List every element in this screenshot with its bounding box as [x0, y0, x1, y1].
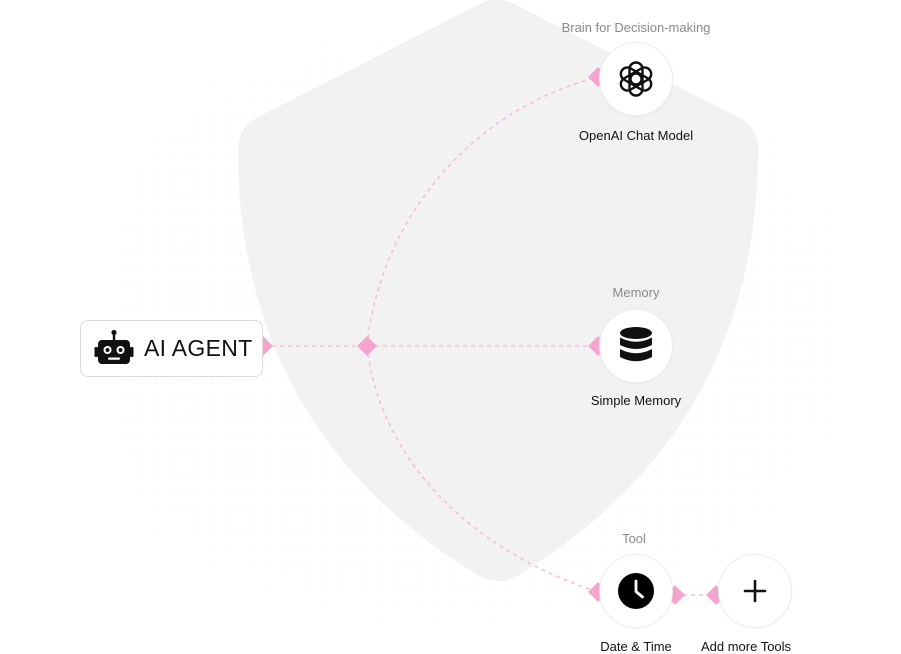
date-time-node[interactable] [599, 554, 673, 628]
memory-label: Simple Memory [590, 393, 682, 408]
connector-hub-to-tool [366, 345, 599, 593]
shield-shape [238, 0, 758, 581]
section-label-memory: Memory [612, 285, 660, 300]
add-more-tools-label: Add more Tools [700, 639, 792, 654]
clock-icon [617, 572, 655, 610]
connector-hub-to-chat-model [366, 76, 599, 347]
database-icon [618, 326, 654, 366]
section-label-brain: Brain for Decision-making [561, 20, 711, 35]
simple-memory-node[interactable] [599, 309, 673, 383]
add-more-tools-button[interactable] [718, 554, 792, 628]
chat-model-label: OpenAI Chat Model [578, 128, 694, 143]
ai-agent-node[interactable]: AI AGENT [80, 320, 263, 377]
openai-chat-model-node[interactable] [599, 42, 673, 116]
ai-agent-label: AI AGENT [144, 335, 253, 361]
openai-logo-icon [615, 58, 657, 100]
plus-icon [742, 578, 768, 604]
robot-icon [94, 329, 134, 369]
section-label-tool: Tool [622, 531, 646, 546]
hub-handle[interactable] [357, 336, 377, 356]
date-time-label: Date & Time [600, 639, 672, 654]
